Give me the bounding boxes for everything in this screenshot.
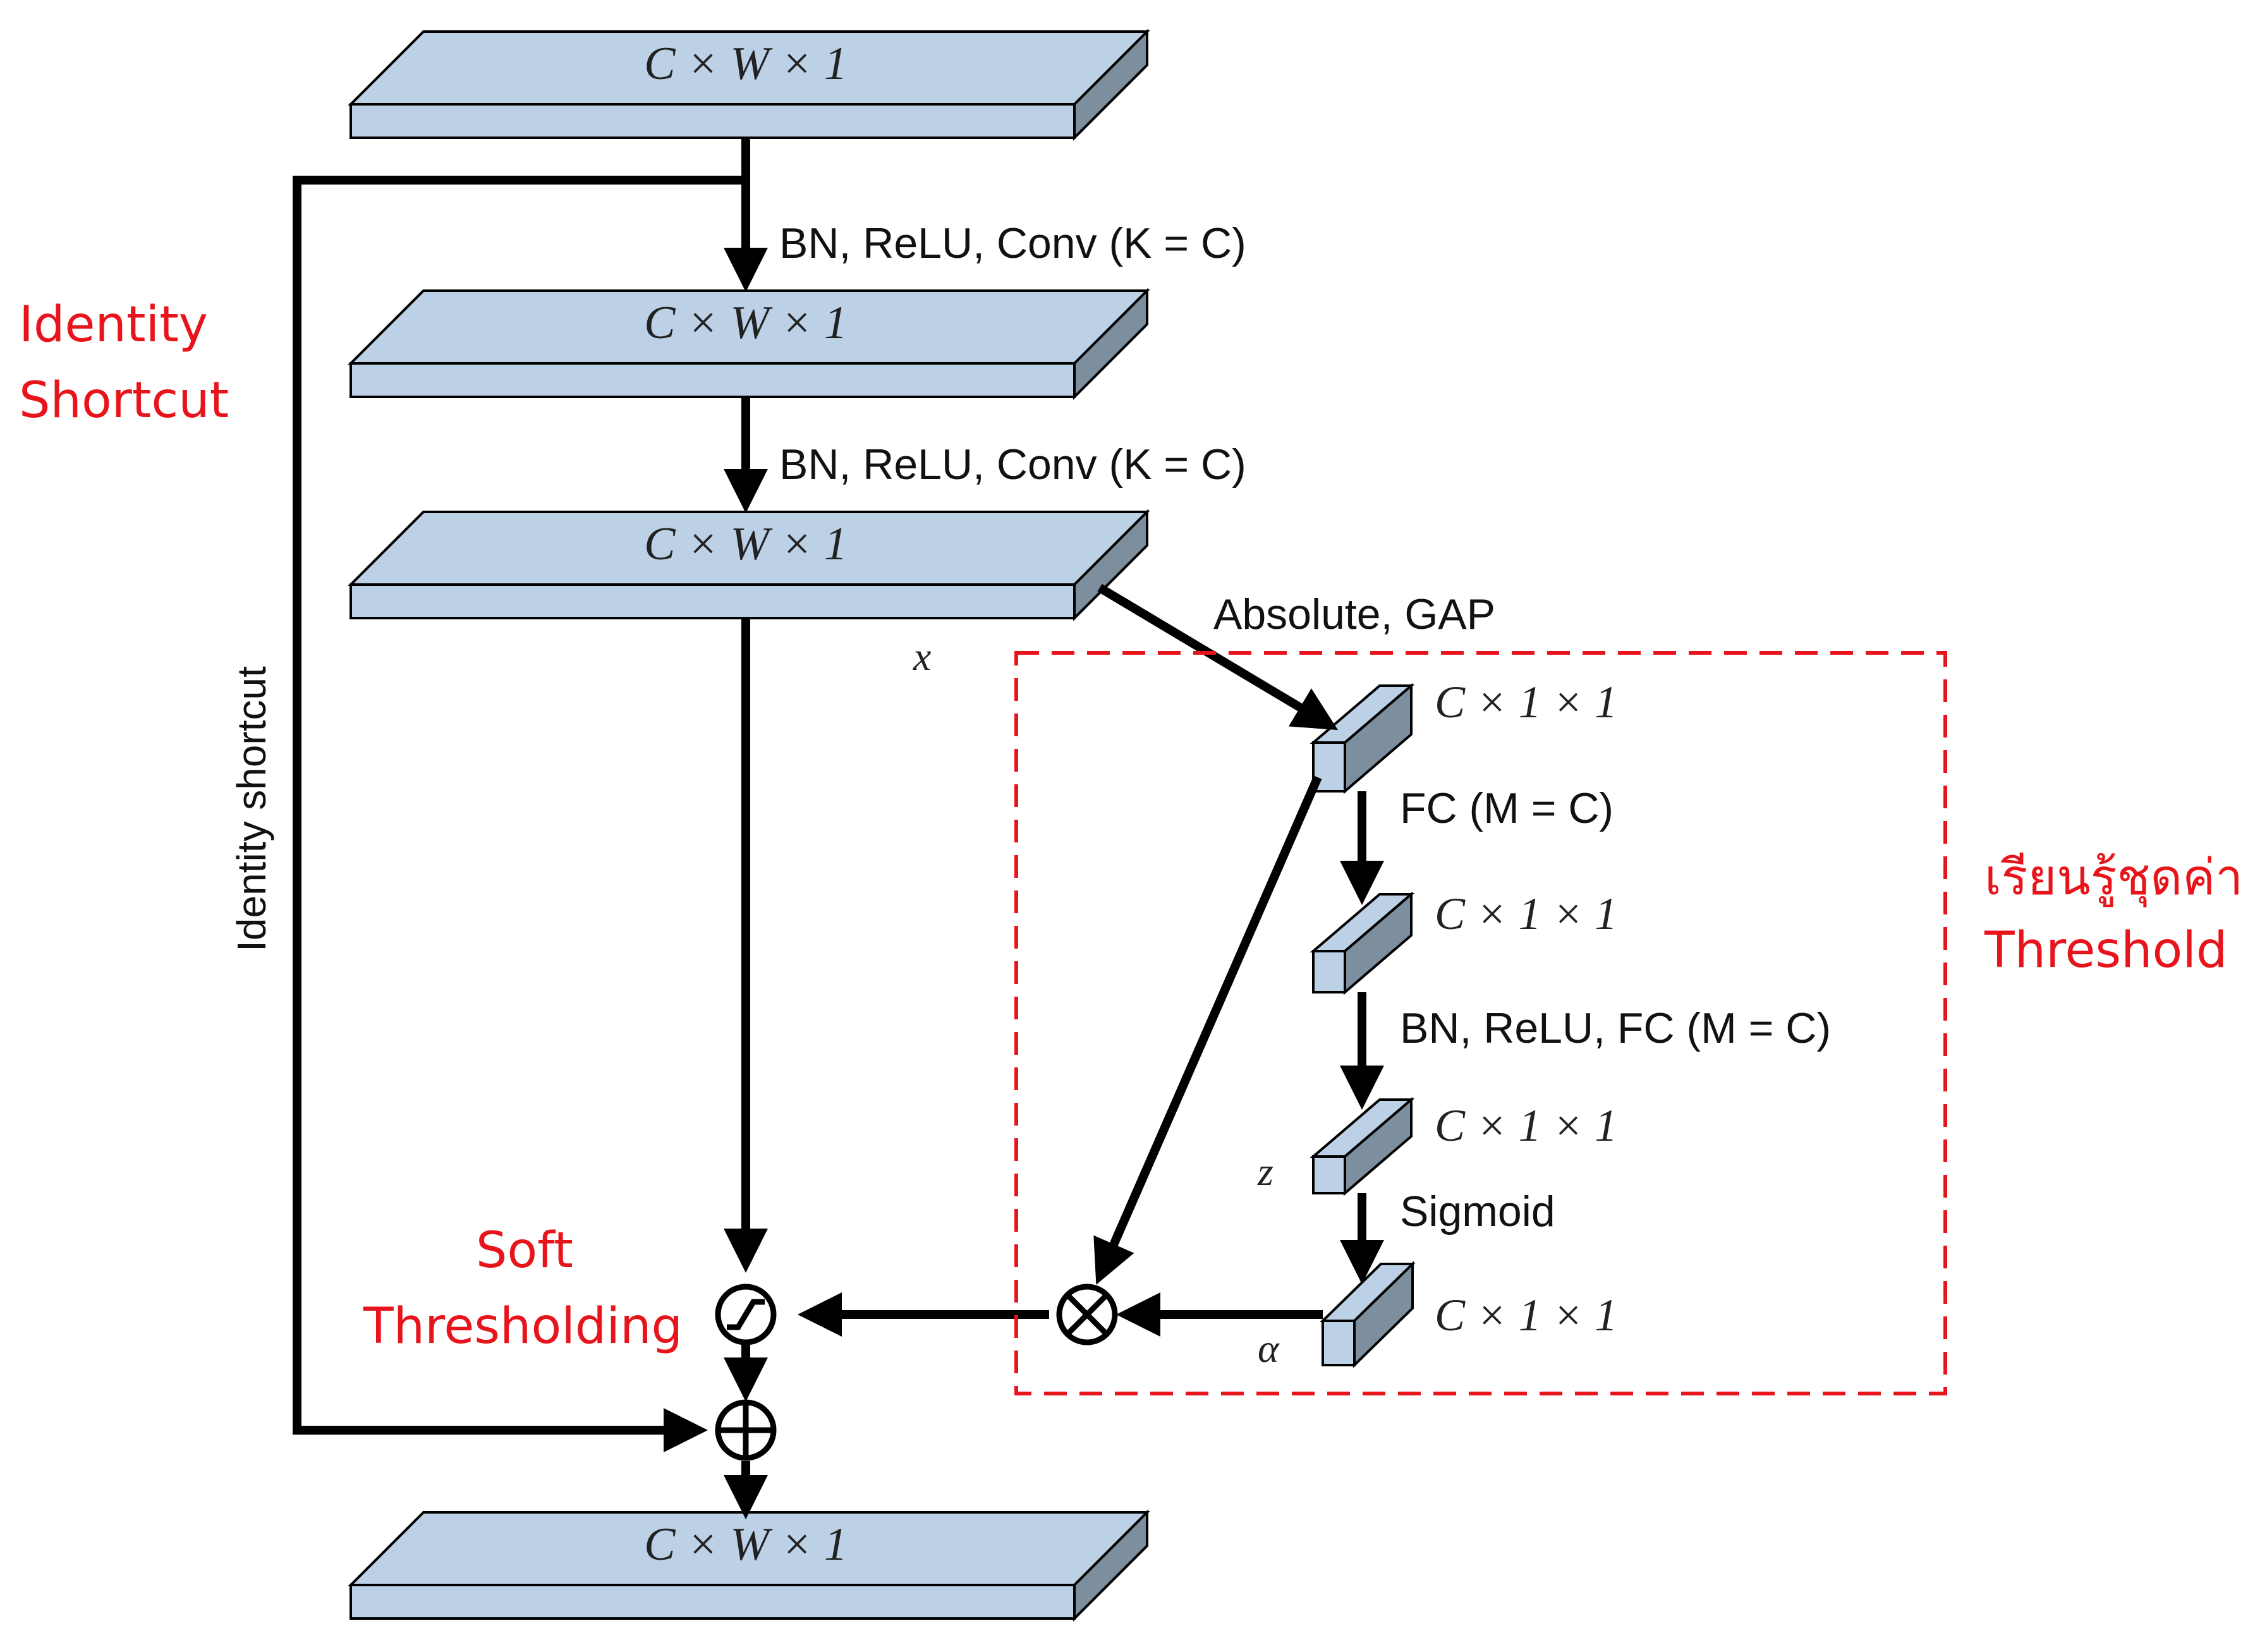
tensor-label-output: C × W × 1 <box>644 1519 848 1570</box>
annotation-identity-line2: Shortcut <box>19 372 229 429</box>
tensor-label-fc1: C × 1 × 1 <box>1435 889 1617 939</box>
tensor-label-gap: C × 1 × 1 <box>1435 677 1617 727</box>
annotation-learn-line2: Threshold <box>1984 922 2227 979</box>
multiply-op-icon <box>1056 1284 1118 1345</box>
vector-block-fc1 <box>1310 891 1415 995</box>
tensor-block-conv2 <box>348 509 1150 621</box>
op-label-conv2: BN, ReLU, Conv (K = C) <box>779 440 1246 489</box>
tensor-label-fc2: C × 1 × 1 <box>1435 1100 1617 1151</box>
symbol-z: z <box>1257 1149 1273 1194</box>
tensor-label-input: C × W × 1 <box>644 38 848 90</box>
vector-block-gap <box>1310 683 1415 794</box>
annotation-soft-line1: Soft <box>476 1222 573 1279</box>
op-label-fc2: BN, ReLU, FC (M = C) <box>1400 1004 1831 1052</box>
op-label-gap: Absolute, GAP <box>1213 590 1495 638</box>
soft-threshold-op-icon <box>715 1284 777 1345</box>
symbol-alpha: α <box>1258 1326 1280 1371</box>
identity-shortcut-path <box>293 176 746 1452</box>
vector-block-sigmoid <box>1320 1261 1416 1368</box>
op-label-conv1: BN, ReLU, Conv (K = C) <box>779 219 1246 267</box>
tensor-label-conv1: C × W × 1 <box>644 297 848 349</box>
connectors <box>293 138 1384 1519</box>
identity-shortcut-vertical-label: Identity shortcut <box>229 666 274 952</box>
tensor-block-conv1 <box>348 288 1150 400</box>
vector-block-fc2 <box>1310 1096 1415 1196</box>
op-label-sigmoid: Sigmoid <box>1400 1187 1555 1236</box>
tensor-block-output <box>348 1509 1150 1622</box>
annotation-soft-line2: Thresholding <box>363 1298 683 1355</box>
add-op-icon <box>715 1399 777 1461</box>
tensor-block-input <box>348 28 1150 141</box>
arrow-gap-to-multiply <box>1093 775 1322 1285</box>
tensor-label-conv2: C × W × 1 <box>644 518 848 570</box>
threshold-learning-region <box>1014 651 1947 1395</box>
arrow-conv2-to-gap <box>1097 583 1339 731</box>
symbol-x: x <box>913 634 931 679</box>
annotation-identity-line1: Identity <box>19 296 208 353</box>
tensor-label-sigmoid: C × 1 × 1 <box>1435 1290 1617 1340</box>
annotation-learn-line1: เรียนรู้ชุดค่า <box>1984 849 2243 908</box>
op-label-fc1: FC (M = C) <box>1400 784 1614 832</box>
